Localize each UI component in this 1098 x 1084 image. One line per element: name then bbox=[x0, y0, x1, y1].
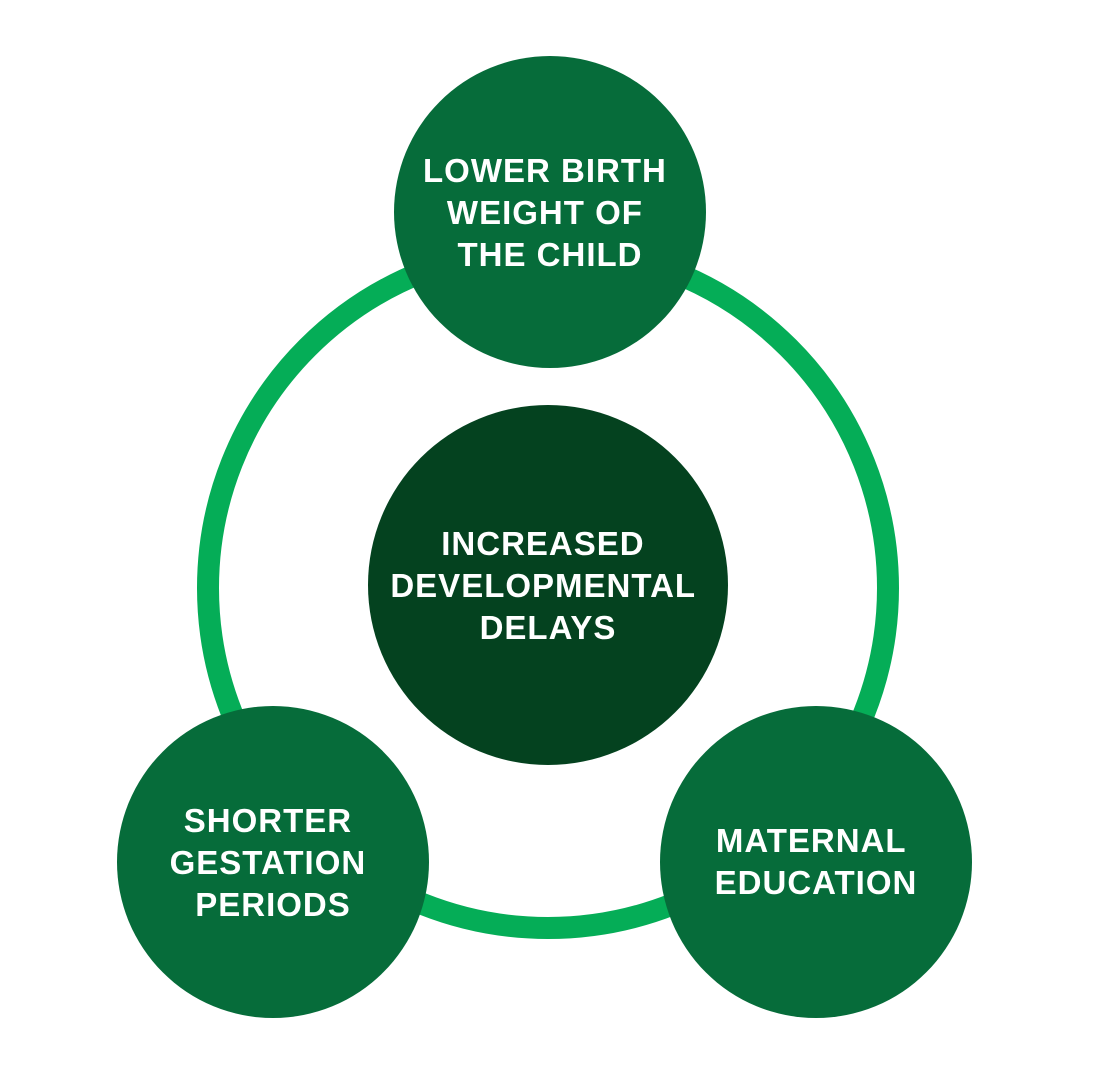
svg-text:INCREASED DEVELOPMENTAL: INCREASED DEVELOPMENTAL DELAYS bbox=[390, 525, 705, 646]
node-bottom-right: MATERNAL EDUCATION bbox=[660, 706, 972, 1018]
node-center: INCREASED DEVELOPMENTAL DELAYS bbox=[368, 405, 728, 765]
svg-text:LOWER BIRTH WEIGHT OF: LOWER BIRTH WEIGHT OF THE CHILD bbox=[423, 152, 677, 273]
node-top-line: LOWER BIRTH bbox=[423, 152, 667, 189]
node-bottom-left-line: GESTATION bbox=[170, 844, 367, 881]
node-top: LOWER BIRTH WEIGHT OF THE CHILD bbox=[394, 56, 706, 368]
node-center-line: DELAYS bbox=[480, 609, 617, 646]
svg-text:SHORTER GESTATION: SHORTER GESTATION PERIODS bbox=[170, 802, 377, 923]
node-center-line: DEVELOPMENTAL bbox=[390, 567, 695, 604]
node-center-circle bbox=[368, 405, 728, 765]
node-center-line: INCREASED bbox=[441, 525, 644, 562]
node-bottom-left-circle bbox=[117, 706, 429, 1018]
node-bottom-right-line: MATERNAL bbox=[716, 822, 906, 859]
node-bottom-left-line: PERIODS bbox=[195, 886, 351, 923]
svg-text:MATERNAL EDUCATION: MATERNAL EDUCATION bbox=[715, 822, 918, 901]
node-bottom-right-line: EDUCATION bbox=[715, 864, 918, 901]
node-top-line: WEIGHT OF bbox=[447, 194, 643, 231]
node-bottom-right-circle bbox=[660, 706, 972, 1018]
node-top-circle bbox=[394, 56, 706, 368]
node-bottom-left: SHORTER GESTATION PERIODS bbox=[117, 706, 429, 1018]
node-top-line: THE CHILD bbox=[458, 236, 643, 273]
node-bottom-left-line: SHORTER bbox=[184, 802, 352, 839]
